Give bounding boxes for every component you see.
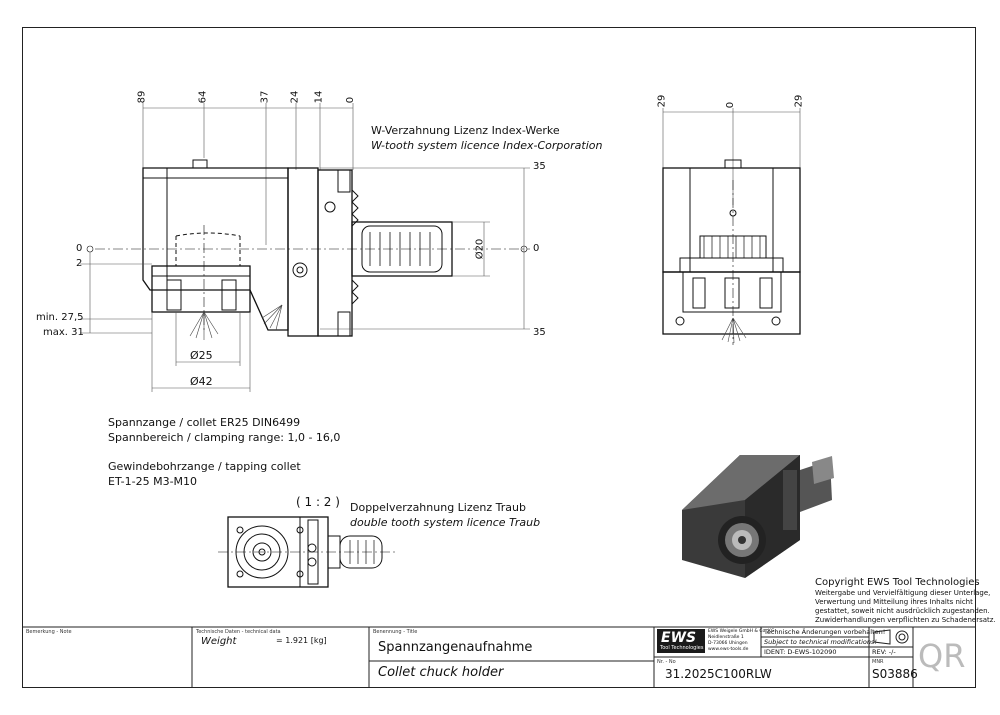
note-tapping-collet: Gewindebohrzange / tapping collet xyxy=(108,460,301,473)
mnr-label: MNR xyxy=(872,659,884,665)
note-collet-type: Spannzange / collet ER25 DIN6499 xyxy=(108,416,301,429)
note-wtooth-de: W-Verzahnung Lizenz Index-Werke xyxy=(371,124,560,137)
company-line-2: Neidlenstraße 1 xyxy=(708,635,744,640)
dim-left-max: max. 31 xyxy=(43,327,84,338)
detail-view xyxy=(218,516,395,588)
nr-label: Nr. - No xyxy=(657,659,676,665)
change-note-de: Technische Änderungen vorbehalten! xyxy=(764,628,886,636)
copyright-line-4: Zuwiderhandlungen verpflichten zu Schade… xyxy=(815,616,996,624)
logo-text: EWS xyxy=(661,630,697,646)
front-view xyxy=(662,108,801,345)
copyright-line-3: gestattet, soweit nicht ausdrücklich zug… xyxy=(815,607,990,615)
note-double-tooth-en: double tooth system licence Traub xyxy=(350,516,541,529)
mnr-number: S03886 xyxy=(872,667,918,681)
change-note-en: Subject to technical modifications! xyxy=(764,638,877,646)
dim-right-35-bottom: 35 xyxy=(533,327,546,338)
note-double-tooth-de: Doppelverzahnung Lizenz Traub xyxy=(350,501,526,514)
dim-left-0: 0 xyxy=(76,243,83,254)
logo-subtext: Tool Technologies xyxy=(660,645,704,651)
company-line-4: www.ews-tools.de xyxy=(708,647,749,652)
note-clamping-range: Spannbereich / clamping range: 1,0 - 16,… xyxy=(108,431,341,444)
side-view xyxy=(80,103,530,392)
weight-value: = 1.921 [kg] xyxy=(276,636,327,645)
ews-logo: EWS Tool Technologies xyxy=(657,629,705,653)
note-wtooth-en: W-tooth system licence Index-Corporation xyxy=(371,139,603,152)
company-line-1: EWS Weigele GmbH & Co. KG xyxy=(708,629,775,634)
copyright-line-1: Weitergabe und Vervielfältigung dieser U… xyxy=(815,589,991,597)
name-label: Benennung - Title xyxy=(373,629,418,635)
product-render-image xyxy=(682,455,834,578)
name-en: Collet chuck holder xyxy=(378,665,504,680)
name-de: Spannzangenaufnahme xyxy=(378,640,533,655)
detail-scale: ( 1 : 2 ) xyxy=(296,495,340,509)
dim-right-35-top: 35 xyxy=(533,161,546,172)
copyright-line-2: Verwertung und Mitteilung ihres Inhalts … xyxy=(815,598,973,606)
weight-label: Weight xyxy=(201,636,237,647)
revision: REV: -/- xyxy=(872,648,896,656)
dim-left-min: min. 27,5 xyxy=(36,312,84,323)
dim-collet-inner-diameter: Ø25 xyxy=(190,349,213,362)
dim-left-2: 2 xyxy=(76,258,83,269)
copyright-title: Copyright EWS Tool Technologies xyxy=(815,577,980,588)
ident-number: IDENT: D-EWS-102090 xyxy=(764,648,837,656)
part-number: 31.2025C100RLW xyxy=(665,667,772,681)
dim-collet-outer-diameter: Ø42 xyxy=(190,375,213,388)
remark-label: Bemerkung - Note xyxy=(26,629,72,635)
company-line-3: D-73066 Uhingen xyxy=(708,641,748,646)
techdata-label: Technische Daten - technical data xyxy=(196,629,281,635)
qr-placeholder: QR xyxy=(918,637,966,675)
note-tapping-size: ET-1-25 M3-M10 xyxy=(108,475,198,488)
dim-right-0: 0 xyxy=(533,243,540,254)
drawing-frame xyxy=(22,27,976,688)
